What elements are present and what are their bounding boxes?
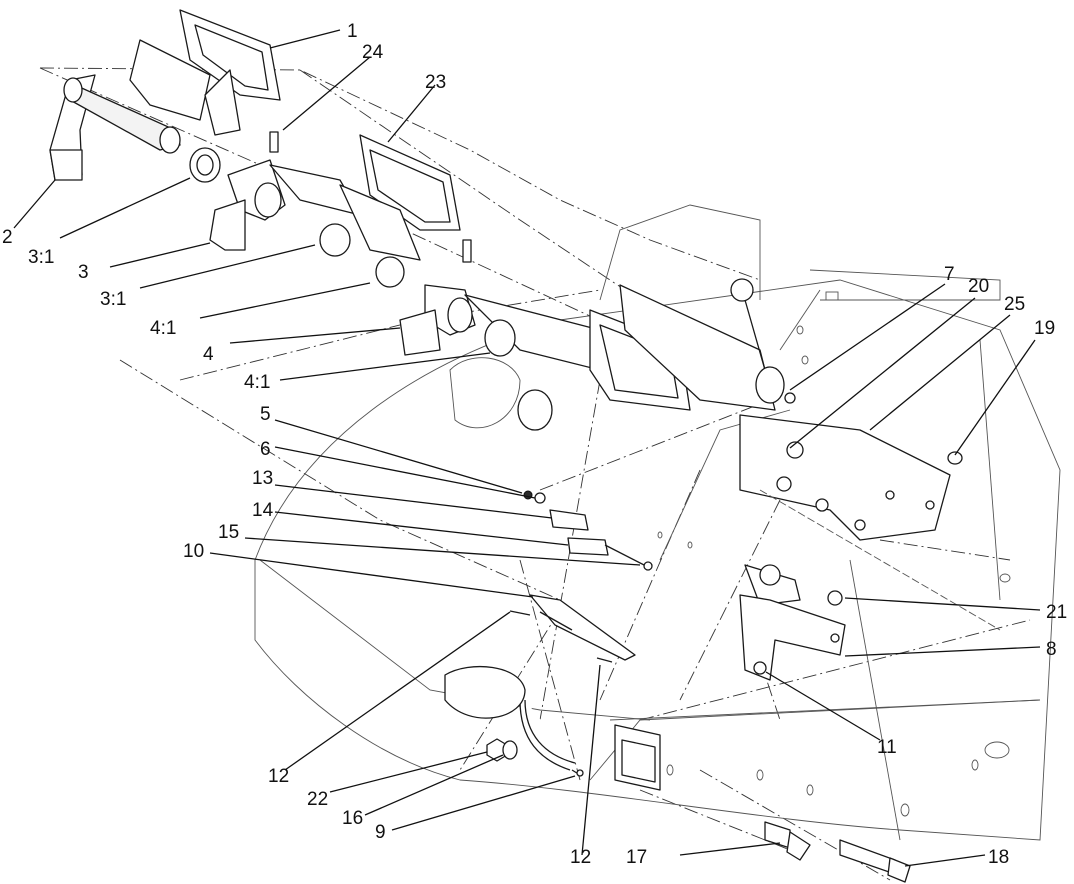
pedal-lever-part-2 [49, 39, 241, 181]
callout-21: 21 [1046, 602, 1067, 623]
callout-20: 20 [968, 276, 989, 297]
callout-9: 9 [375, 822, 386, 843]
callout-4-1-upper: 4:1 [150, 318, 176, 339]
callout-15: 15 [218, 522, 239, 543]
callout-6: 6 [260, 439, 271, 460]
callout-25: 25 [1004, 294, 1025, 315]
callout-11: 11 [877, 737, 897, 758]
callout-5: 5 [260, 404, 271, 425]
callout-12-left: 12 [268, 766, 289, 787]
callout-16: 16 [342, 808, 363, 829]
callout-4: 4 [203, 344, 214, 365]
callout-8: 8 [1046, 639, 1057, 660]
callout-2: 2 [2, 227, 13, 248]
callout-12-right: 12 [570, 847, 591, 868]
grease-fittings-part-24 [269, 131, 472, 263]
right-bracket-assembly [619, 278, 1001, 681]
callout-3: 3 [78, 262, 89, 283]
callout-1: 1 [347, 21, 358, 42]
callout-23: 23 [425, 72, 446, 93]
foot-pad-part-23 [339, 134, 461, 261]
callout-10: 10 [183, 541, 204, 562]
callout-22: 22 [307, 789, 328, 810]
foot-pad-part-1 [179, 9, 281, 101]
callout-19: 19 [1034, 318, 1055, 339]
callout-leader-lines [13, 29, 1041, 867]
callout-7: 7 [944, 264, 955, 285]
callout-3-1-lower: 3:1 [100, 289, 126, 310]
callout-17: 17 [626, 847, 647, 868]
pivot-bracket-part-3 [189, 147, 361, 251]
callout-4-1-lower: 4:1 [244, 372, 270, 393]
callout-13: 13 [252, 468, 273, 489]
callout-labels: 1 2 3:1 3 3:1 4:1 4 4:1 24 23 7 20 25 19… [2, 21, 1067, 868]
callout-14: 14 [252, 500, 274, 521]
bolts-and-plate [614, 724, 911, 883]
linkage-assembly [444, 490, 653, 771]
callout-18: 18 [988, 847, 1009, 868]
callout-24: 24 [362, 42, 384, 63]
callout-3-1-upper: 3:1 [28, 247, 54, 268]
